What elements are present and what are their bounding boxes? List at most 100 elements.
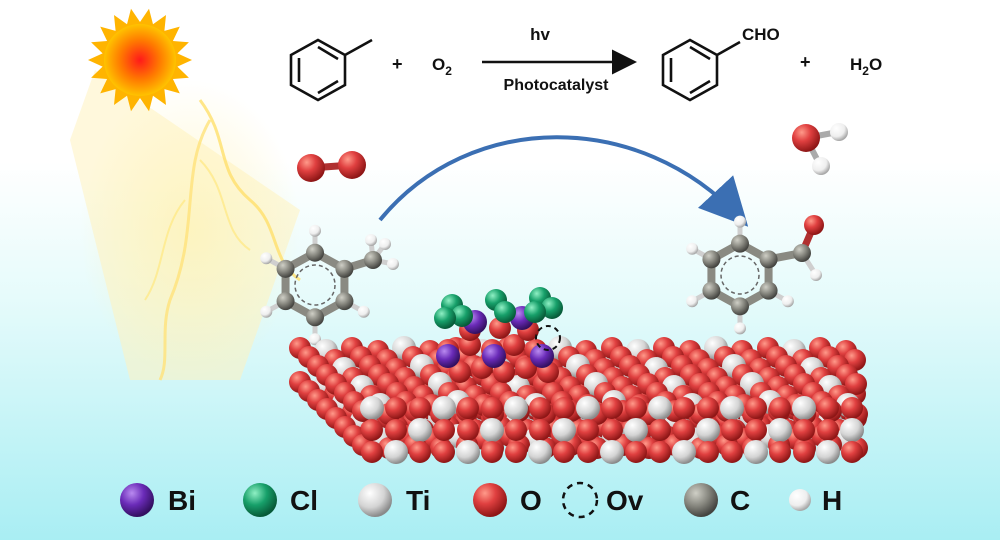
o-atom bbox=[433, 419, 455, 441]
hydrogen-atom bbox=[387, 258, 399, 270]
ti-atom bbox=[432, 396, 456, 420]
legend-item-bi: Bi bbox=[120, 483, 196, 517]
o-atom bbox=[697, 397, 719, 419]
plus-sign-1: + bbox=[392, 54, 403, 74]
ti-sphere-icon bbox=[358, 483, 392, 517]
toluene-molecule-3d bbox=[260, 224, 399, 346]
h-sphere-icon bbox=[789, 489, 811, 511]
bi-atom bbox=[482, 344, 506, 368]
bi-atom bbox=[436, 344, 460, 368]
ti-atom bbox=[360, 396, 384, 420]
ti-atom bbox=[600, 440, 624, 464]
ti-atom bbox=[648, 396, 672, 420]
ti-atom bbox=[744, 440, 768, 464]
o-atom bbox=[745, 419, 767, 441]
ti-atom bbox=[576, 396, 600, 420]
hydrogen-atom bbox=[260, 252, 273, 265]
svg-text:Cl: Cl bbox=[290, 485, 318, 516]
carbon-atom bbox=[306, 243, 324, 262]
o-atom bbox=[553, 441, 575, 463]
bi-sphere-icon bbox=[120, 483, 154, 517]
o-atom bbox=[361, 419, 383, 441]
carbon-atom bbox=[702, 281, 721, 300]
o-atom bbox=[601, 419, 623, 441]
o-atom bbox=[721, 419, 743, 441]
cl-atom bbox=[524, 301, 546, 323]
o-atom bbox=[625, 441, 647, 463]
hydrogen-atom bbox=[357, 305, 370, 318]
o-atom bbox=[457, 397, 479, 419]
hydrogen-atom bbox=[260, 305, 273, 318]
benzaldehyde-structure bbox=[661, 38, 741, 102]
tio2-catalyst-slab bbox=[289, 336, 868, 464]
legend-item-c: C bbox=[684, 483, 750, 517]
legend-item-o: O bbox=[473, 483, 542, 517]
o-atom bbox=[841, 441, 863, 463]
dashed-circle-icon bbox=[561, 481, 599, 519]
svg-text:O: O bbox=[520, 485, 542, 516]
benzaldehyde-molecule-3d bbox=[686, 215, 824, 335]
arrow-label-top: hv bbox=[530, 25, 550, 44]
carbon-atom bbox=[759, 281, 778, 300]
o-sphere-icon bbox=[473, 483, 507, 517]
oxygen-vacancy bbox=[535, 325, 561, 351]
ti-atom bbox=[672, 440, 696, 464]
carbon-atom bbox=[759, 250, 778, 269]
oxygen-atom bbox=[804, 215, 824, 235]
o-atom bbox=[769, 441, 791, 463]
hydrogen-atom bbox=[734, 215, 746, 228]
carbon-atom bbox=[276, 259, 295, 278]
o-atom bbox=[793, 441, 815, 463]
cl-sphere-icon bbox=[243, 483, 277, 517]
hydrogen-atom bbox=[734, 322, 746, 335]
o-atom bbox=[697, 441, 719, 463]
o-atom bbox=[577, 441, 599, 463]
toluene-structure bbox=[289, 38, 373, 102]
carbon-atom bbox=[702, 250, 721, 269]
svg-text:Bi: Bi bbox=[168, 485, 196, 516]
sun-icon bbox=[88, 8, 192, 112]
ti-atom bbox=[624, 418, 648, 442]
ti-atom bbox=[816, 440, 840, 464]
light-beam bbox=[70, 70, 301, 381]
ti-atom bbox=[840, 418, 864, 442]
product-cho: CHO bbox=[742, 25, 780, 44]
hydrogen-atom bbox=[686, 242, 699, 255]
o-atom bbox=[505, 419, 527, 441]
o-atom bbox=[625, 397, 647, 419]
arrow-label-bottom: Photocatalyst bbox=[504, 77, 610, 94]
o-atom bbox=[841, 397, 863, 419]
o-atom bbox=[385, 419, 407, 441]
o-atom bbox=[529, 397, 551, 419]
carbon-atom bbox=[731, 297, 749, 316]
ti-atom bbox=[552, 418, 576, 442]
carbon-atom bbox=[335, 292, 354, 311]
hydrogen-atom bbox=[365, 234, 377, 246]
o-atom bbox=[457, 419, 479, 441]
o-atom bbox=[553, 397, 575, 419]
aromatic-ring bbox=[294, 264, 336, 306]
legend-item-cl: Cl bbox=[243, 483, 318, 517]
o-atom bbox=[433, 441, 455, 463]
product-h2o: H2O bbox=[850, 55, 882, 78]
ti-atom bbox=[408, 418, 432, 442]
svg-text:C: C bbox=[730, 485, 750, 516]
carbon-atom bbox=[364, 251, 382, 269]
o-atom bbox=[649, 419, 671, 441]
hydrogen-atom bbox=[379, 238, 391, 250]
cl-atom bbox=[541, 297, 563, 319]
c-sphere-icon bbox=[684, 483, 718, 517]
hydrogen-atom bbox=[810, 269, 822, 281]
bi-atom bbox=[530, 344, 554, 368]
o-atom bbox=[601, 397, 623, 419]
aromatic-ring bbox=[720, 255, 760, 295]
ti-atom bbox=[792, 396, 816, 420]
hydrogen-atom bbox=[686, 295, 699, 308]
carbon-atom bbox=[276, 292, 295, 311]
o-atom bbox=[817, 419, 839, 441]
transformation-arrow bbox=[378, 135, 749, 227]
ti-atom bbox=[720, 396, 744, 420]
plus-sign-2: + bbox=[800, 52, 811, 72]
h2o-molecule bbox=[792, 123, 848, 175]
hydrogen-atom bbox=[781, 295, 794, 308]
